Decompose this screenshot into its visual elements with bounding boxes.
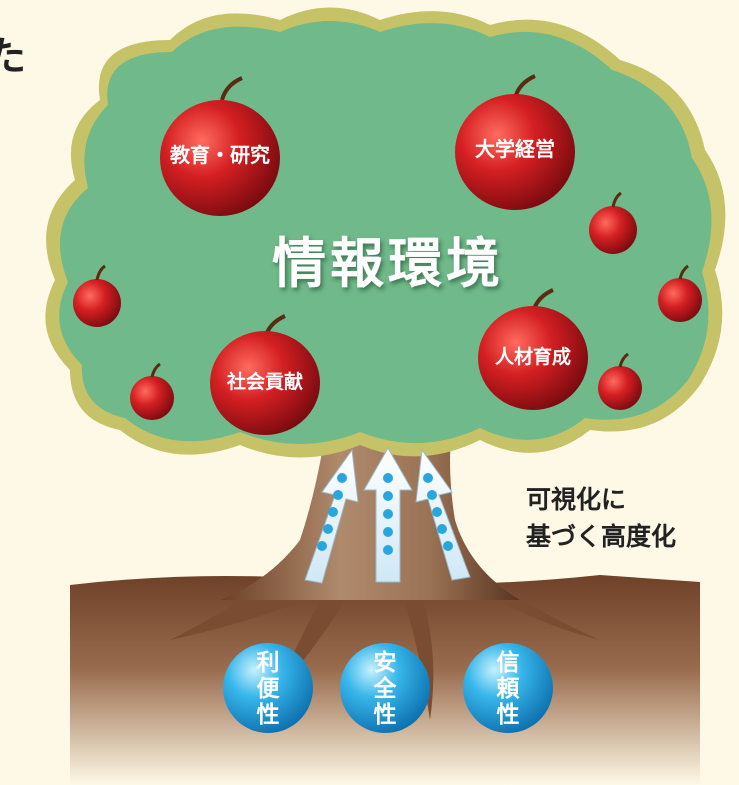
sphere-safety-char-1: 安	[374, 649, 397, 676]
fruit-label-university-management: 大学経営	[475, 137, 555, 161]
sphere-reliability-char-2: 頼	[497, 676, 521, 702]
diagram-title: 情報環境	[272, 232, 504, 295]
fruit-label-social-contribution: 社会貢献	[226, 370, 303, 393]
caption-line-1: 可視化に	[526, 485, 626, 514]
caption-line-2: 基づく高度化	[526, 522, 676, 551]
small-apple	[598, 366, 642, 410]
small-apples	[73, 191, 702, 420]
sphere-convenience-char-3: 性	[257, 702, 280, 728]
sphere-convenience-char-2: 便	[257, 676, 281, 702]
apple-social-contribution	[210, 314, 320, 435]
apple-university-management	[455, 74, 575, 210]
fruit-label-talent-development: 人材育成	[495, 345, 571, 368]
sphere-reliability: 信 頼 性	[463, 643, 553, 733]
sphere-safety-char-3: 性	[374, 702, 397, 728]
corner-glyph: た	[0, 34, 26, 80]
fruit-label-education-research: 教育・研究	[170, 143, 270, 167]
small-apple	[589, 206, 637, 254]
sphere-convenience-char-1: 利	[257, 650, 280, 676]
upward-arrows	[304, 446, 471, 584]
small-apple	[73, 279, 121, 327]
sphere-safety-char-2: 全	[373, 675, 398, 702]
apple-talent-development	[478, 288, 588, 410]
small-apple	[130, 376, 174, 420]
sphere-safety: 安 全 性	[340, 643, 430, 733]
sphere-convenience: 利 便 性	[223, 643, 313, 733]
small-apple	[658, 278, 702, 322]
apple-education-research	[160, 76, 280, 216]
sphere-reliability-char-1: 信	[497, 649, 520, 676]
sphere-reliability-char-3: 性	[497, 702, 520, 728]
